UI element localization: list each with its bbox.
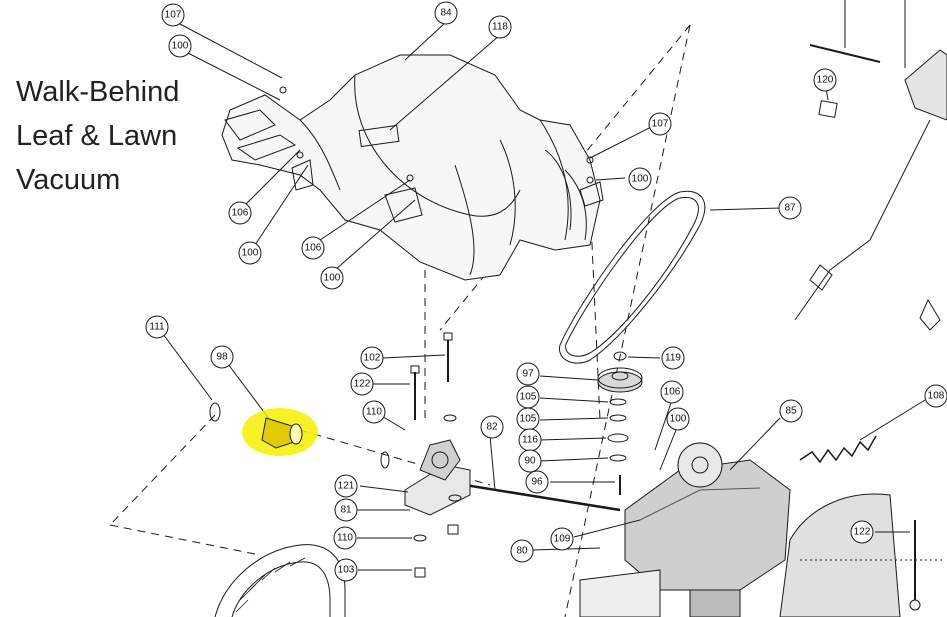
- callout-121: 121: [338, 481, 355, 492]
- title-line-1: Walk-Behind: [16, 76, 180, 108]
- callout-109: 109: [554, 534, 571, 545]
- callout-105-b: 105: [520, 414, 537, 425]
- callout-100-c: 100: [324, 273, 341, 284]
- bearing-bracket: [404, 439, 471, 516]
- callout-110-a: 110: [366, 407, 382, 418]
- pulley-stack: [597, 351, 643, 495]
- callout-98: 98: [216, 352, 228, 363]
- callout-87: 87: [784, 203, 796, 214]
- callout-103: 103: [338, 565, 355, 576]
- highlighted-bushing: [242, 408, 318, 456]
- drive-belt: [559, 190, 706, 364]
- callout-bubbles: [145, 1, 947, 582]
- transmission: [579, 442, 791, 617]
- callout-120: 120: [817, 75, 834, 86]
- callout-80: 80: [516, 546, 528, 557]
- callout-107-b: 107: [652, 119, 669, 130]
- title-line-2: Leaf & Lawn: [16, 120, 178, 152]
- callout-85: 85: [785, 406, 797, 417]
- callout-111: 111: [149, 322, 165, 333]
- callout-122-b: 122: [854, 527, 871, 538]
- callout-100-d: 100: [632, 174, 649, 185]
- callout-82: 82: [486, 422, 498, 433]
- callout-106-a: 106: [232, 208, 249, 219]
- callout-106-c: 106: [664, 387, 681, 398]
- callout-108: 108: [928, 391, 945, 402]
- callout-100-b: 100: [242, 248, 259, 259]
- title-line-3: Vacuum: [16, 164, 121, 196]
- callout-84: 84: [440, 8, 452, 19]
- callout-122-a: 122: [354, 379, 371, 390]
- blower-housing: [221, 54, 601, 281]
- callout-leaders: [159, 21, 926, 571]
- diagram-title: Walk-Behind Leaf & Lawn Vacuum: [16, 70, 216, 202]
- callout-90: 90: [524, 456, 536, 467]
- callout-96: 96: [531, 477, 543, 488]
- rear-wheel: [214, 544, 346, 617]
- callout-118: 118: [492, 22, 508, 33]
- callout-81: 81: [340, 505, 352, 516]
- callout-106-b: 106: [305, 243, 322, 254]
- callout-110-b: 110: [337, 533, 353, 544]
- callout-100-a: 100: [172, 41, 189, 52]
- callout-100-e: 100: [670, 414, 687, 425]
- callout-97: 97: [522, 369, 534, 380]
- callout-102: 102: [364, 353, 381, 364]
- callout-119: 119: [665, 353, 681, 364]
- callout-107-a: 107: [165, 10, 182, 21]
- callout-105-a: 105: [520, 392, 537, 403]
- callout-116: 116: [522, 435, 538, 446]
